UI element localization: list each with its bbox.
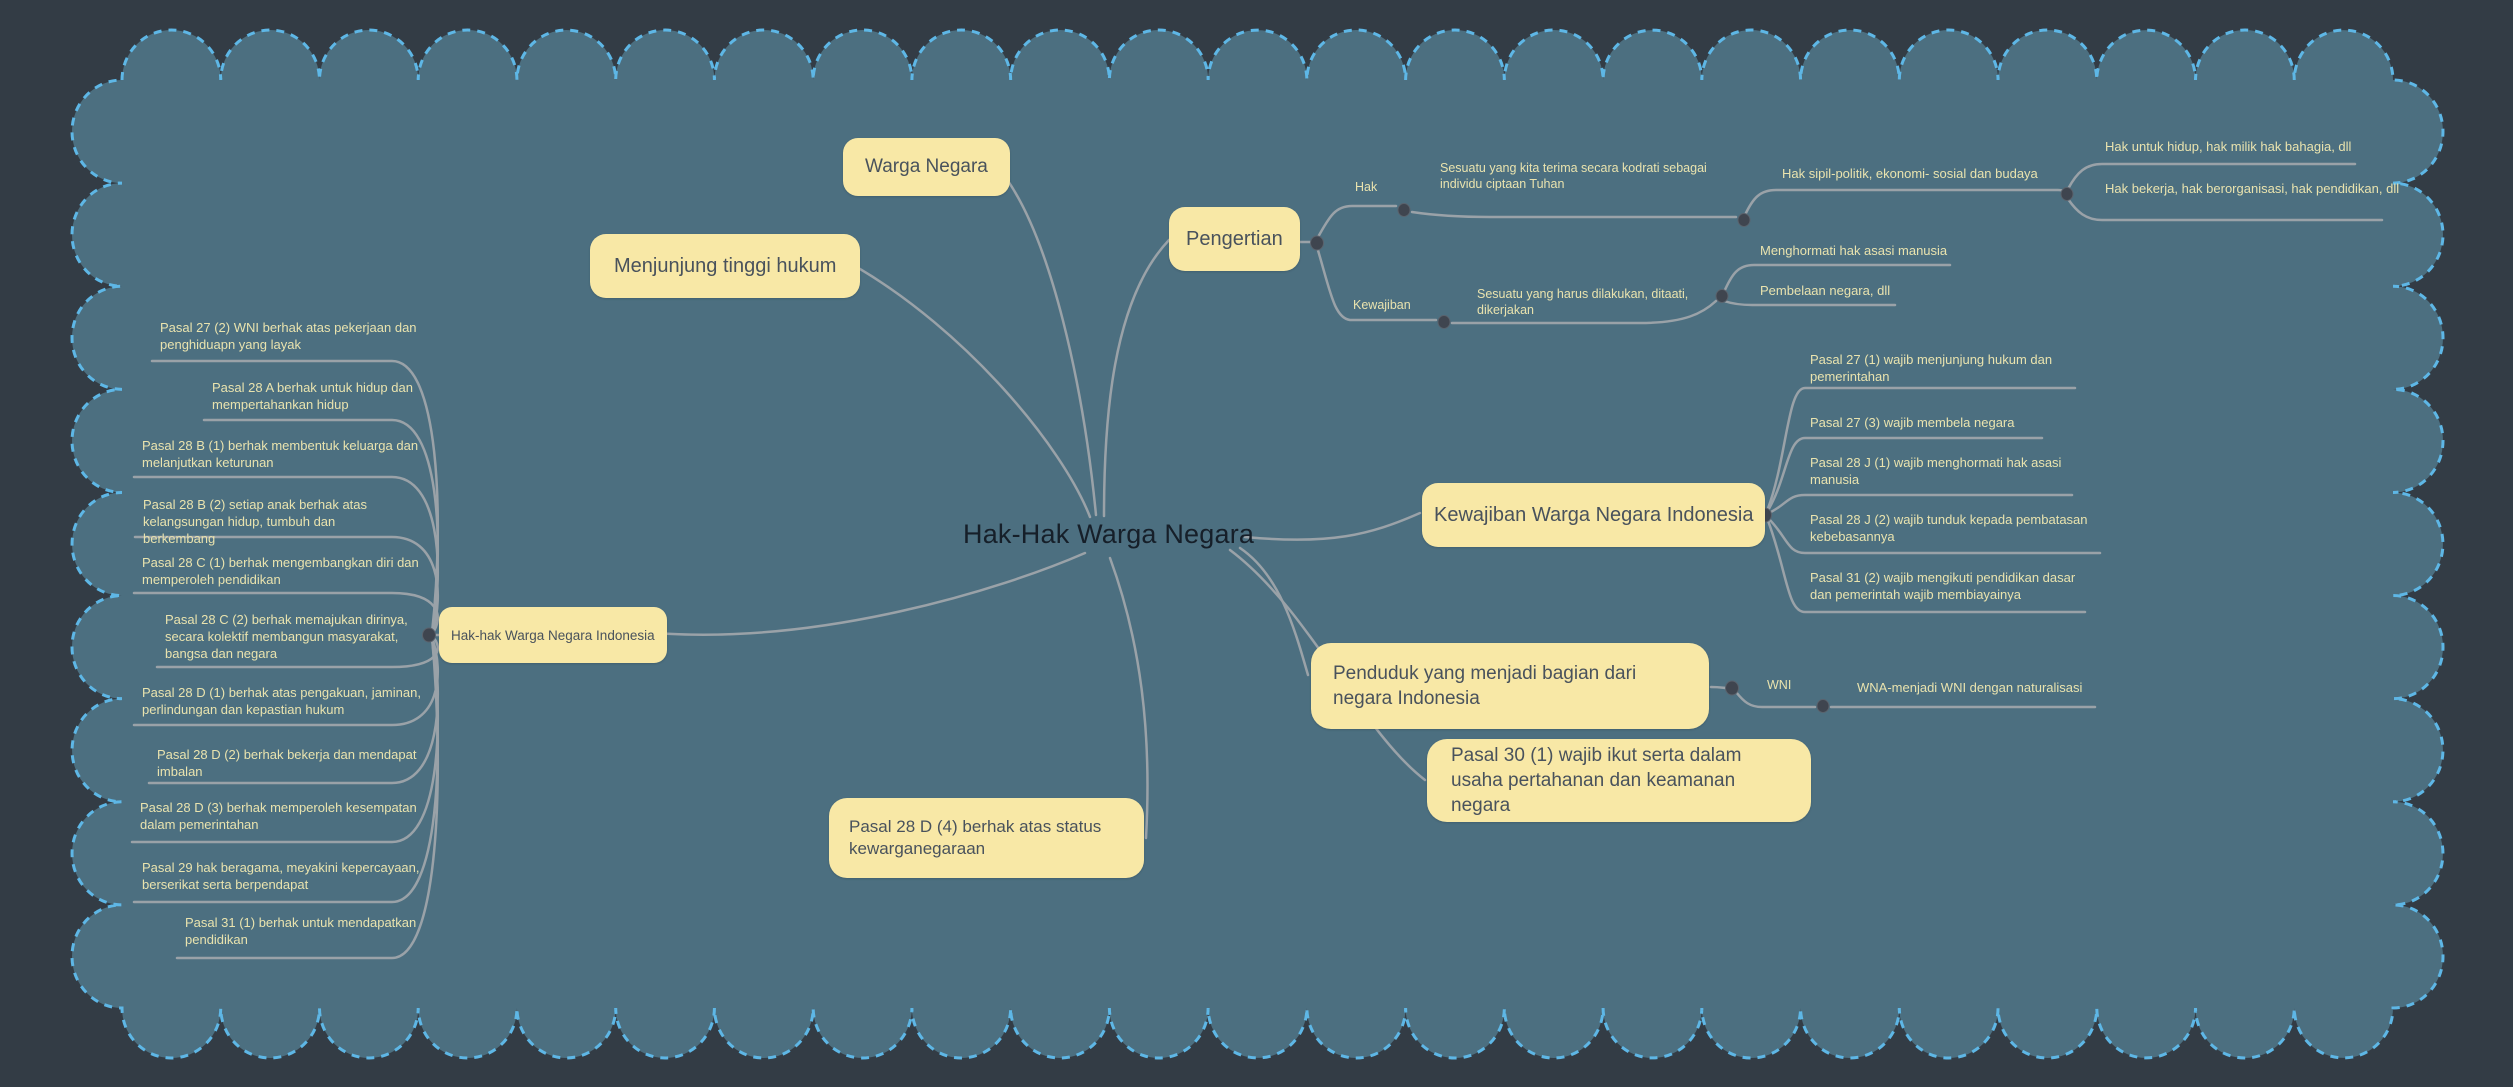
leaf-hak-pasal-27-2[interactable]: Pasal 27 (2) WNI berhak atas pekerjaan d… <box>160 320 417 352</box>
leaf-wna-naturalisasi[interactable]: WNA-menjadi WNI dengan naturalisasi <box>1857 680 2083 695</box>
central-topic[interactable]: Hak-Hak Warga Negara <box>963 519 1255 549</box>
branch-lines <box>130 162 2384 960</box>
leaf-hak-pasal-28b-1[interactable]: Pasal 28 B (1) berhak membentuk keluarga… <box>142 438 419 470</box>
leaf-wni-label[interactable]: WNI <box>1767 678 1792 692</box>
leaf-kewajiban-pasal-28j-2[interactable]: Pasal 28 J (2) wajib tunduk kepada pemba… <box>1810 512 2088 544</box>
leaf-hak-jenis[interactable]: Hak sipil-politik, ekonomi- sosial dan b… <box>1782 166 2038 181</box>
leaf-kewajiban-definition[interactable]: Sesuatu yang harus dilakukan, ditaati, d… <box>1477 287 1689 318</box>
leaf-hak-pasal-28b-2[interactable]: Pasal 28 B (2) setiap anak berhak atas k… <box>143 497 368 546</box>
node-pengertian[interactable]: Pengertian <box>1169 207 1300 271</box>
leaf-hak-pasal-28c-1[interactable]: Pasal 28 C (1) berhak mengembangkan diri… <box>142 555 419 587</box>
node-pasal-30[interactable]: Pasal 30 (1) wajib ikut serta dalam usah… <box>1427 739 1811 822</box>
node-warga-negara[interactable]: Warga Negara <box>843 138 1010 196</box>
leaf-kewajiban-contoh-1[interactable]: Menghormati hak asasi manusia <box>1760 243 1948 258</box>
node-hak-hak-warga-negara[interactable]: Hak-hak Warga Negara Indonesia <box>439 607 667 663</box>
leaf-hak-pasal-28d-3[interactable]: Pasal 28 D (3) berhak memperoleh kesempa… <box>140 800 417 832</box>
leaf-hak-label[interactable]: Hak <box>1355 180 1378 194</box>
leaf-hak-pasal-28d-2[interactable]: Pasal 28 D (2) berhak bekerja dan mendap… <box>157 747 417 779</box>
leaf-hak-pasal-28d-1[interactable]: Pasal 28 D (1) berhak atas pengakuan, ja… <box>142 685 421 717</box>
leaf-hak-pasal-29[interactable]: Pasal 29 hak beragama, meyakini kepercay… <box>142 860 420 892</box>
node-pasal-28d4[interactable]: Pasal 28 D (4) berhak atas status kewarg… <box>829 798 1144 878</box>
leaf-hak-contoh-2[interactable]: Hak bekerja, hak berorganisasi, hak pend… <box>2105 181 2400 196</box>
node-penduduk[interactable]: Penduduk yang menjadi bagian dari negara… <box>1311 643 1709 729</box>
leaf-hak-pasal-28a[interactable]: Pasal 28 A berhak untuk hidup dan memper… <box>212 380 413 412</box>
leaf-kewajiban-pasal-31-2[interactable]: Pasal 31 (2) wajib mengikuti pendidikan … <box>1810 570 2076 602</box>
node-menjunjung-tinggi-hukum[interactable]: Menjunjung tinggi hukum <box>590 234 861 298</box>
leaf-kewajiban-pasal-27-1[interactable]: Pasal 27 (1) wajib menjunjung hukum dan … <box>1810 352 2053 384</box>
leaf-hak-pasal-31-1[interactable]: Pasal 31 (1) berhak untuk mendapatkan pe… <box>185 915 417 947</box>
node-kewajiban-warga-negara[interactable]: Kewajiban Warga Negara Indonesia <box>1422 483 1766 547</box>
leaf-kewajiban-pasal-28j-1[interactable]: Pasal 28 J (1) wajib menghormati hak asa… <box>1810 455 2062 487</box>
leaf-hak-pasal-28c-2[interactable]: Pasal 28 C (2) berhak memajukan dirinya,… <box>165 612 408 661</box>
leaf-kewajiban-pasal-27-3[interactable]: Pasal 27 (3) wajib membela negara <box>1810 415 2015 430</box>
leaf-hak-definition[interactable]: Sesuatu yang kita terima secara kodrati … <box>1440 161 1707 192</box>
leaf-kewajiban-label[interactable]: Kewajiban <box>1353 298 1411 312</box>
junction-dots[interactable] <box>422 187 2074 713</box>
leaf-hak-contoh-1[interactable]: Hak untuk hidup, hak milik hak bahagia, … <box>2105 139 2352 154</box>
leaf-kewajiban-contoh-2[interactable]: Pembelaan negara, dll <box>1760 283 1891 298</box>
